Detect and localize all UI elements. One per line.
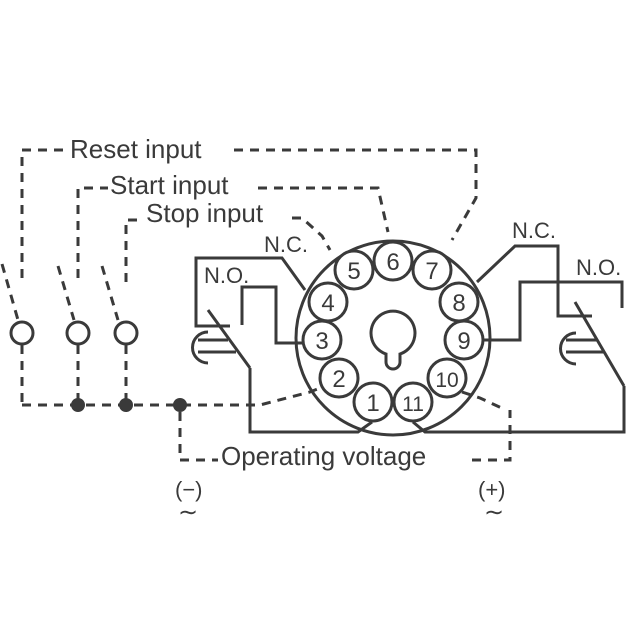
pin-6 [372, 240, 414, 282]
operating-voltage-label: Operating voltage [221, 441, 426, 471]
no-right-label: N.O. [576, 255, 621, 280]
junction-dot [173, 398, 187, 412]
pin-5 [333, 249, 375, 291]
pin-3-label: 3 [315, 328, 328, 355]
pin-10 [426, 357, 468, 399]
pin-2 [318, 357, 360, 399]
pin-4-label: 4 [321, 290, 334, 317]
pin-1 [352, 381, 394, 423]
junction-dot [71, 398, 85, 412]
reset-switch [0, 263, 35, 405]
pin-11-label: 11 [402, 393, 424, 416]
start-switch [56, 265, 91, 405]
pin-5-label: 5 [347, 258, 360, 285]
start-input-label: Start input [110, 170, 229, 200]
pin-8 [438, 281, 480, 323]
pin-7 [411, 249, 453, 291]
reset-input-wire [20, 148, 478, 278]
stop-input-label: Stop input [146, 198, 264, 228]
pin-7-label: 7 [425, 258, 438, 285]
socket-pins [301, 240, 485, 423]
left-relay-contact [191, 256, 373, 434]
keyhole-icon [369, 309, 417, 371]
pin-numbers: 1 2 3 4 5 6 7 8 9 10 11 [315, 249, 470, 417]
pin-9-label: 9 [457, 328, 470, 355]
ac-symbol-left: ∼ [178, 499, 198, 526]
reset-input-label: Reset input [70, 134, 202, 164]
pin-10-label: 10 [435, 369, 458, 392]
positive-terminal-label: (+) [478, 477, 506, 502]
pin-4 [307, 281, 349, 323]
pin-11 [392, 381, 434, 423]
stop-switch [100, 265, 139, 405]
pin-6-label: 6 [386, 249, 399, 276]
right-relay-contact [412, 244, 626, 434]
nc-right-label: N.C. [512, 218, 556, 243]
pin-2-label: 2 [332, 366, 345, 393]
ac-symbol-right: ∼ [484, 499, 504, 526]
start-input-wire [76, 186, 390, 278]
junction-dot [119, 398, 133, 412]
stop-input-wire [124, 216, 332, 282]
common-bus [22, 380, 336, 462]
no-left-label: N.O. [204, 263, 249, 288]
pin-1-label: 1 [366, 390, 379, 417]
pin-8-label: 8 [452, 290, 465, 317]
operating-voltage-wire [461, 390, 512, 462]
negative-terminal-label: (−) [175, 477, 203, 502]
nc-left-label: N.C. [264, 232, 308, 257]
